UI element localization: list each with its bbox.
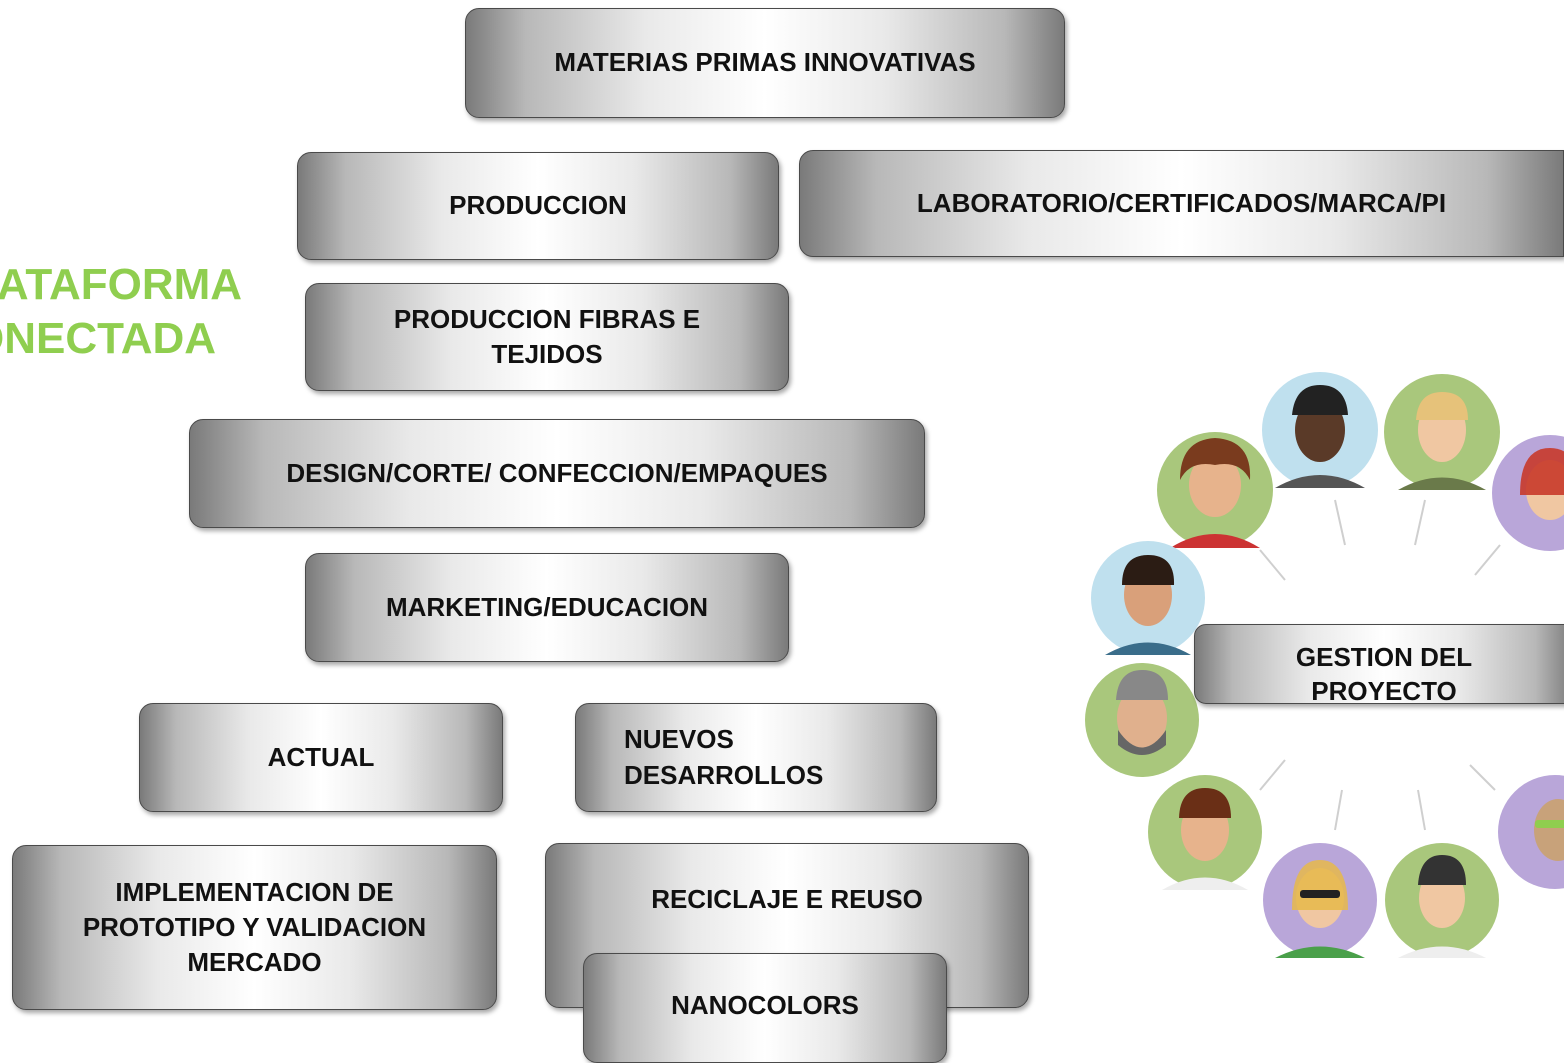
node-nuevos-desarrollos: NUEVOS DESARROLLOS xyxy=(575,703,937,812)
node-design-label: DESIGN/CORTE/ CONFECCION/EMPAQUES xyxy=(286,457,828,488)
side-title-line-2: ONECTADA xyxy=(0,313,217,363)
node-implementacion: IMPLEMENTACION DE PROTOTIPO Y VALIDACION… xyxy=(12,845,497,1010)
node-laboratorio: LABORATORIO/CERTIFICADOS/MARCA/PI xyxy=(799,150,1564,257)
avatar-4 xyxy=(1492,435,1564,551)
avatar-8 xyxy=(1263,843,1377,958)
side-title: LATAFORMA ONECTADA xyxy=(0,258,242,365)
node-nuevos-line-2: DESARROLLOS xyxy=(624,759,824,790)
node-fibras-line-1: PRODUCCION FIBRAS E xyxy=(393,303,701,334)
node-materias-primas-label: MATERIAS PRIMAS INNOVATIVAS xyxy=(554,47,976,78)
node-reciclaje-label: RECICLAJE E REUSO xyxy=(651,884,923,914)
node-produccion-label: PRODUCCION xyxy=(449,190,627,221)
node-fibras-line-2: TEJIDOS xyxy=(491,339,603,369)
avatar-6 xyxy=(1085,663,1199,777)
node-produccion-fibras: PRODUCCION FIBRAS E TEJIDOS xyxy=(305,283,789,391)
team-people-illustration xyxy=(1085,372,1564,958)
node-materias-primas: MATERIAS PRIMAS INNOVATIVAS xyxy=(465,8,1065,118)
avatar-3 xyxy=(1384,374,1500,490)
avatar-5 xyxy=(1091,541,1205,655)
avatar-2 xyxy=(1262,372,1378,488)
node-actual: ACTUAL xyxy=(139,703,503,812)
node-implementacion-line-3: MERCADO xyxy=(187,947,322,978)
node-implementacion-line-1: IMPLEMENTACION DE xyxy=(115,876,394,907)
node-gestion-line-1: GESTION DEL xyxy=(1295,642,1473,672)
node-nanocolors-label: NANOCOLORS xyxy=(671,990,859,1020)
node-design: DESIGN/CORTE/ CONFECCION/EMPAQUES xyxy=(189,419,925,528)
node-gestion-proyecto: GESTION DEL PROYECTO xyxy=(1194,624,1564,704)
node-produccion: PRODUCCION xyxy=(297,152,779,260)
node-gestion-line-2: PROYECTO xyxy=(1311,675,1457,704)
avatar-1 xyxy=(1157,432,1273,548)
node-nuevos-line-1: NUEVOS xyxy=(624,724,734,755)
avatar-9 xyxy=(1385,843,1499,958)
avatar-10 xyxy=(1498,775,1564,889)
side-title-line-1: LATAFORMA xyxy=(0,260,243,309)
node-marketing-label: MARKETING/EDUCACION xyxy=(385,591,709,622)
node-actual-label: ACTUAL xyxy=(267,741,375,772)
node-marketing: MARKETING/EDUCACION xyxy=(305,553,789,662)
node-laboratorio-label: LABORATORIO/CERTIFICADOS/MARCA/PI xyxy=(916,187,1447,218)
avatar-7 xyxy=(1148,775,1262,890)
node-implementacion-line-2: PROTOTIPO Y VALIDACION xyxy=(82,911,427,942)
node-nanocolors: NANOCOLORS xyxy=(583,953,947,1063)
